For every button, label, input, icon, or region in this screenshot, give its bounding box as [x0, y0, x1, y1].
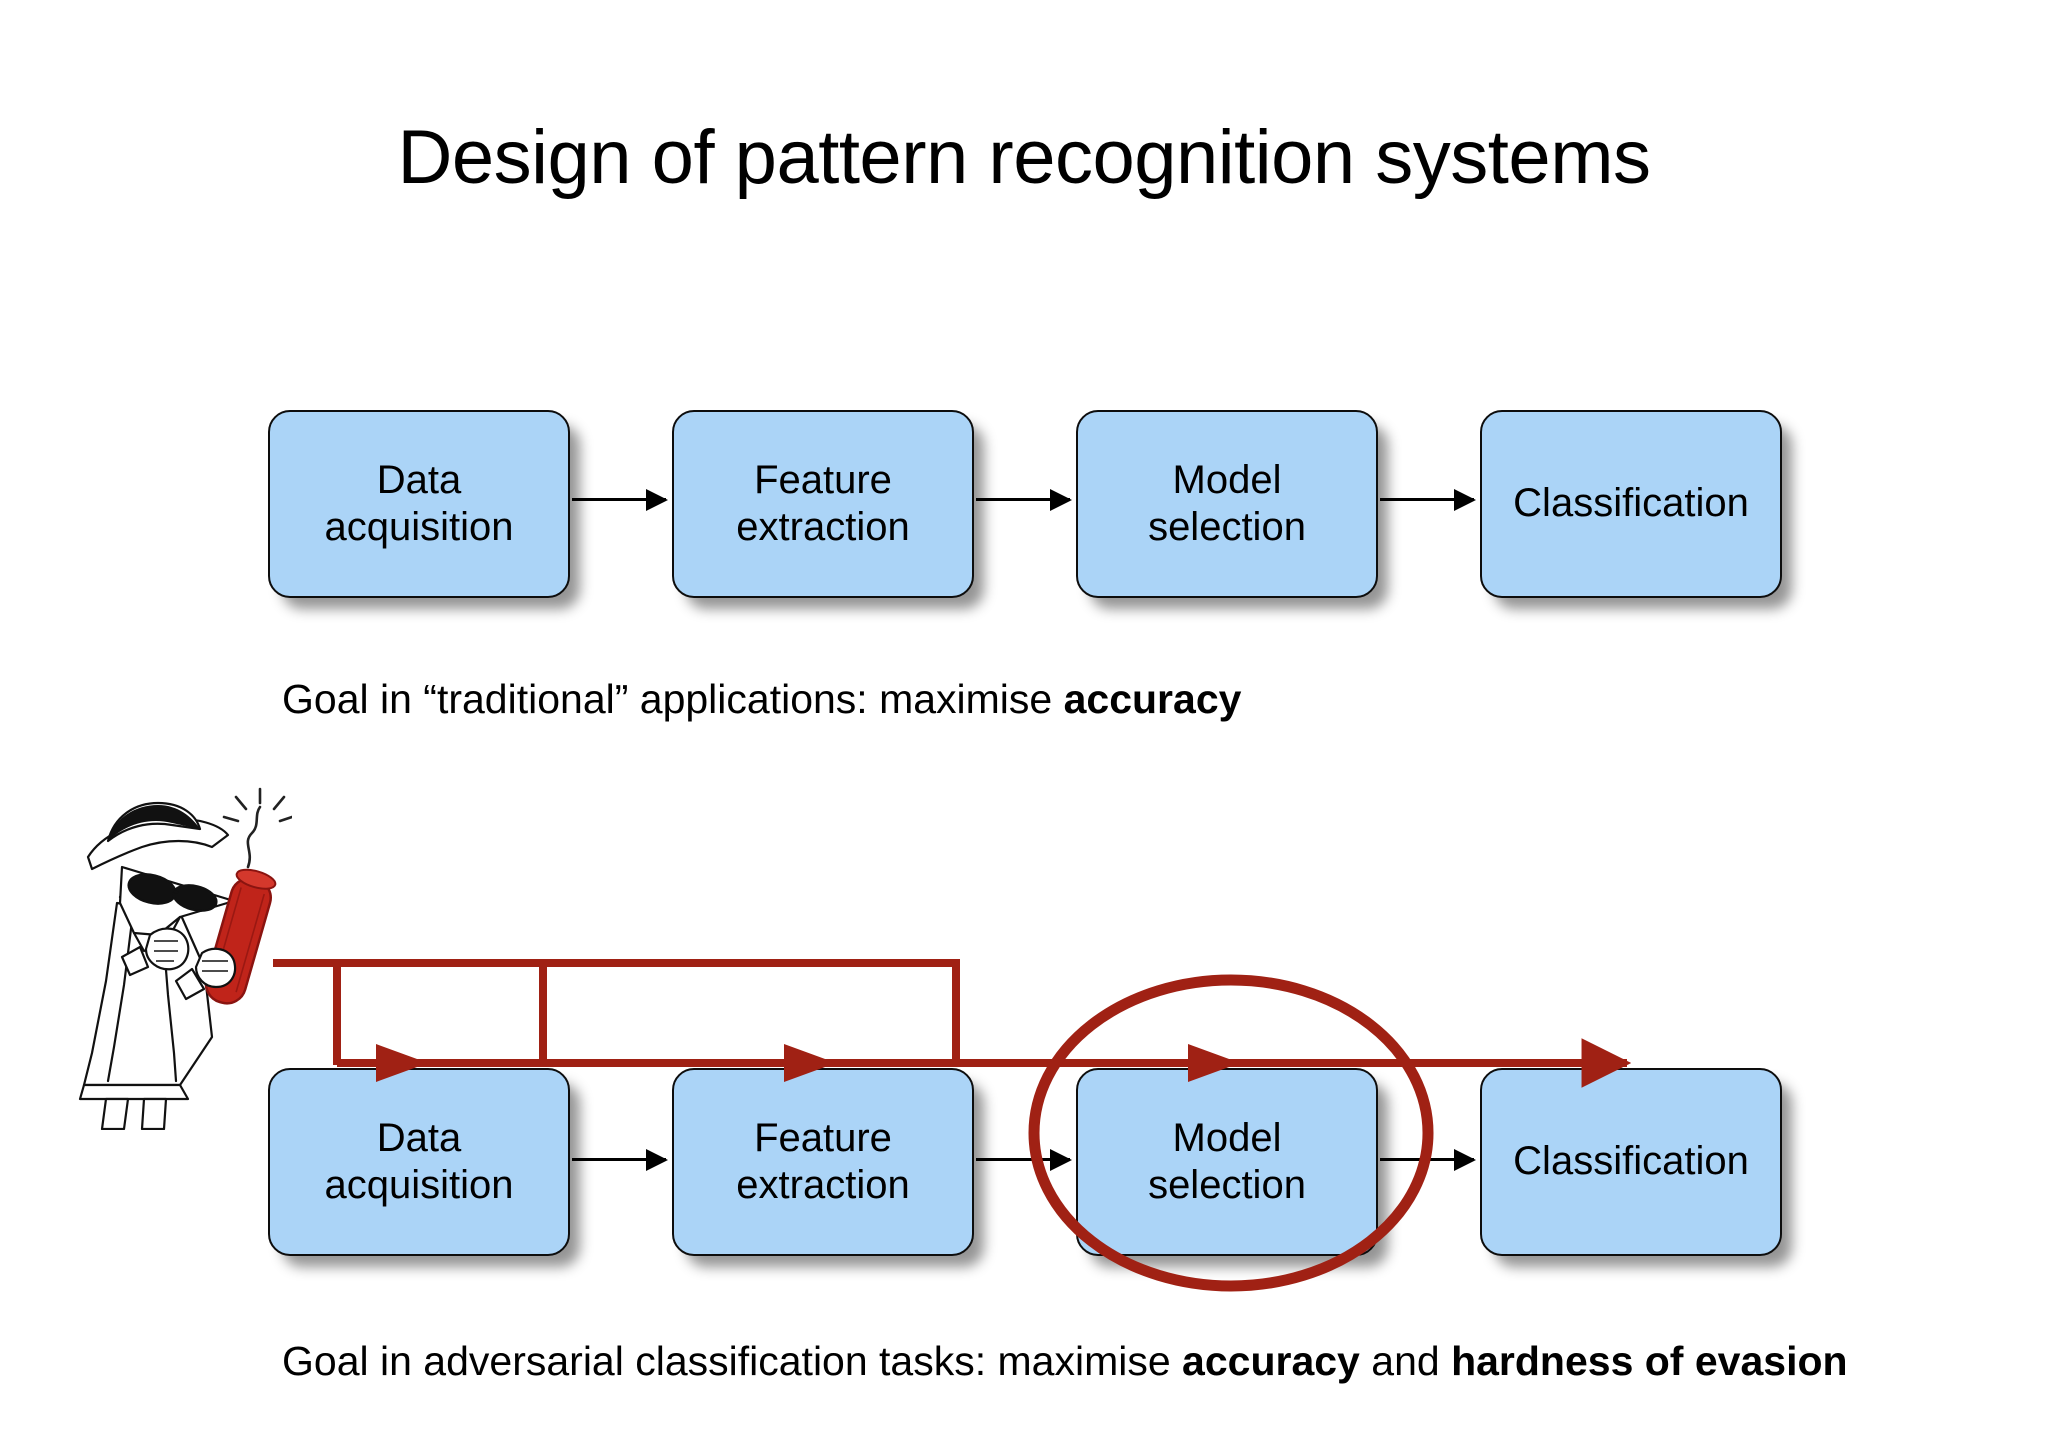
stage-label: Classification [1513, 1139, 1749, 1184]
caption-text-bold-accuracy: accuracy [1063, 676, 1242, 722]
caption-text-bold-accuracy: accuracy [1182, 1338, 1360, 1384]
caption-text-prefix: Goal in “traditional” applications: maxi… [282, 676, 1064, 722]
stage-box-classification-adversarial[interactable]: Classification [1480, 1068, 1782, 1256]
stage-label: Model selection [1148, 457, 1306, 549]
stage-label: Feature extraction [736, 457, 910, 549]
stage-box-data-acquisition-traditional[interactable]: Data acquisition [268, 410, 570, 598]
caption-text-middle: and [1359, 1338, 1452, 1384]
stage-label: Data acquisition [324, 457, 514, 549]
stage-label: Model selection [1148, 1115, 1306, 1207]
connector-arrow-1-traditional [572, 498, 666, 501]
caption-text-bold-hardness: hardness of evasion [1451, 1338, 1848, 1384]
stage-label: Classification [1513, 481, 1749, 526]
stage-label: Data acquisition [324, 1115, 514, 1207]
connector-arrow-3-traditional [1380, 498, 1474, 501]
stage-box-feature-extraction-adversarial[interactable]: Feature extraction [672, 1068, 974, 1256]
caption-text-prefix: Goal in adversarial classification tasks… [282, 1338, 1183, 1384]
stage-box-model-selection-traditional[interactable]: Model selection [1076, 410, 1378, 598]
stage-label: Feature extraction [736, 1115, 910, 1207]
stage-box-data-acquisition-adversarial[interactable]: Data acquisition [268, 1068, 570, 1256]
stage-box-feature-extraction-traditional[interactable]: Feature extraction [672, 410, 974, 598]
connector-arrow-1-adversarial [572, 1158, 666, 1161]
caption-traditional-goal: Goal in “traditional” applications: maxi… [282, 675, 1241, 724]
spy-with-dynamite-icon [78, 787, 292, 1130]
connector-arrow-2-traditional [976, 498, 1070, 501]
connector-arrow-3-adversarial [1380, 1158, 1474, 1161]
caption-adversarial-goal: Goal in adversarial classification tasks… [282, 1337, 1848, 1386]
connector-arrow-2-adversarial [976, 1158, 1070, 1161]
page-title: Design of pattern recognition systems [397, 115, 1651, 200]
stage-box-model-selection-adversarial[interactable]: Model selection [1076, 1068, 1378, 1256]
stage-box-classification-traditional[interactable]: Classification [1480, 410, 1782, 598]
